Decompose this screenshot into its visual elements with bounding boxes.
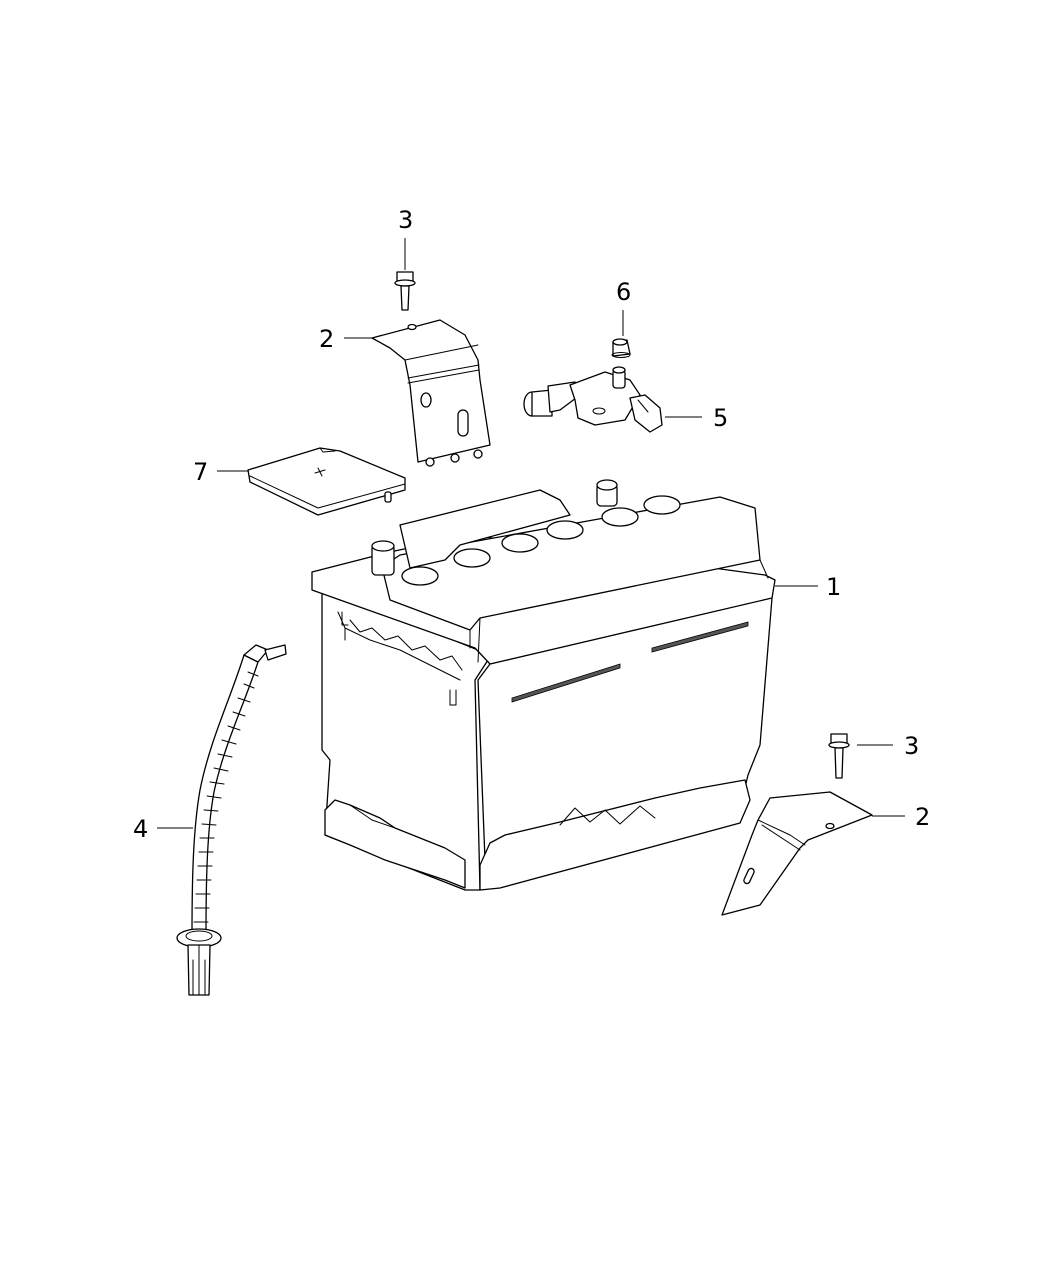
callout-4: 4 [133, 815, 193, 843]
upper-hold-down-bracket[interactable] [371, 319, 491, 467]
vent-tube[interactable] [176, 644, 287, 996]
callout-2-upper: 2 [319, 325, 372, 353]
lower-bolt[interactable] [828, 733, 850, 779]
lower-hold-down-bracket[interactable] [721, 791, 873, 916]
battery[interactable] [311, 479, 776, 891]
battery-sensor[interactable] [523, 366, 663, 433]
upper-bolt[interactable] [394, 271, 416, 311]
callout-3-upper: 3 [398, 206, 413, 270]
callout-label-2-upper: 2 [319, 325, 334, 353]
callout-label-5: 5 [713, 404, 728, 432]
callout-label-2-lower: 2 [915, 803, 930, 831]
callout-label-7: 7 [193, 458, 208, 486]
nut[interactable] [611, 338, 631, 358]
callout-label-4: 4 [133, 815, 148, 843]
callout-2-lower: 2 [872, 803, 930, 831]
callout-1: 1 [775, 573, 841, 601]
callout-label-1: 1 [826, 573, 841, 601]
callout-label-6: 6 [616, 278, 631, 306]
callout-7: 7 [193, 458, 248, 486]
callout-6: 6 [616, 278, 631, 336]
callout-3-lower: 3 [857, 732, 919, 760]
terminal-cover[interactable] [247, 447, 406, 516]
callout-label-3-upper: 3 [398, 206, 413, 234]
callout-label-3-lower: 3 [904, 732, 919, 760]
callout-5: 5 [665, 404, 728, 432]
